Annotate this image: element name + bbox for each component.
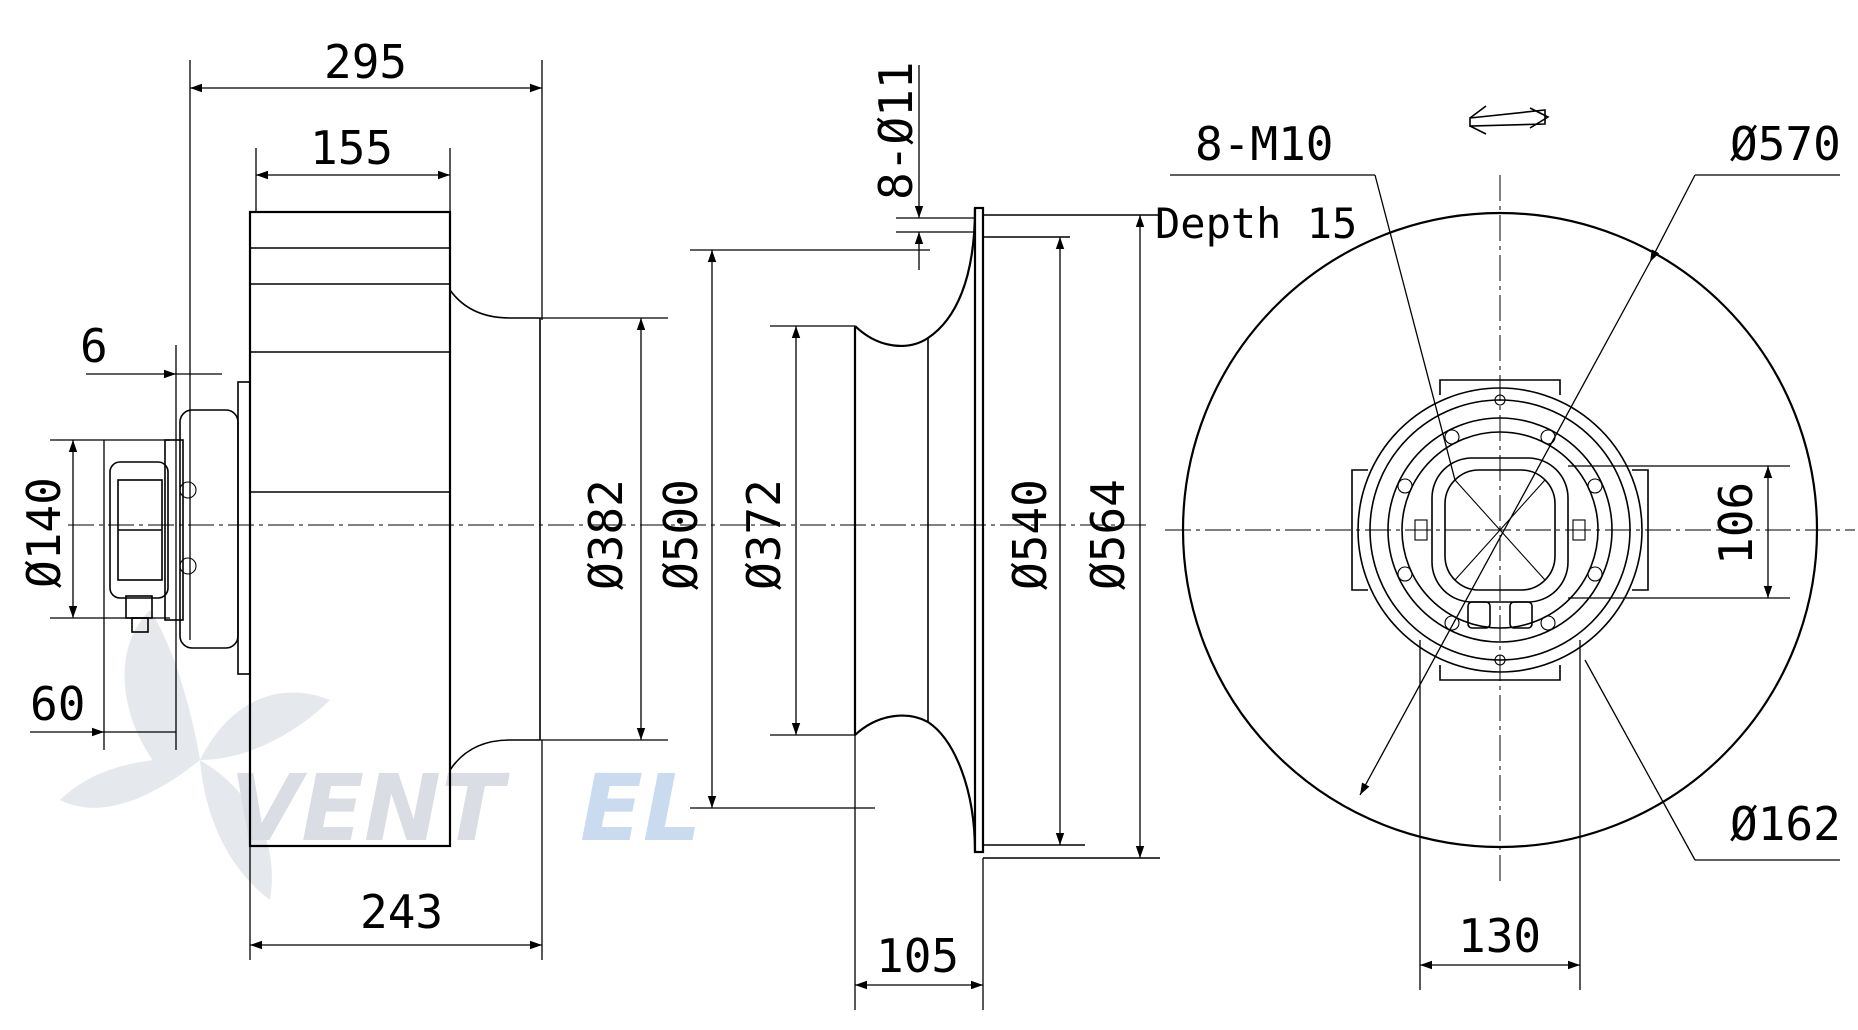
dim-impeller-width: 243: [360, 885, 443, 939]
watermark-text-b: EL: [580, 755, 701, 862]
dim-box-height: 106: [1709, 482, 1763, 565]
dim-flange-offset: 6: [80, 319, 108, 373]
side-view: 295 155 6 60 243 Ø140: [17, 35, 600, 960]
front-view: 8-M10 Depth 15 Ø570 Ø162 106 130: [1155, 105, 1855, 990]
watermark: VENT EL: [60, 610, 701, 900]
dim-width-rotor: 155: [310, 121, 393, 175]
fan-logo-icon: [60, 610, 330, 900]
rotation-direction-arrow-icon: [1469, 105, 1550, 135]
dim-ring-outer: Ø564: [1081, 479, 1135, 590]
watermark-text-a: VENT: [230, 755, 510, 862]
dim-nozzle-depth: 105: [876, 929, 959, 983]
dim-hub-circle: Ø162: [1730, 797, 1841, 851]
dim-thread-holes: 8-M10: [1195, 117, 1333, 171]
dim-thread-depth: Depth 15: [1155, 199, 1357, 248]
screw-holes: [1397, 394, 1603, 666]
dim-outer-circle: Ø570: [1730, 117, 1841, 171]
dim-impeller-outer: Ø500: [654, 479, 708, 590]
dim-motor-diameter: Ø140: [17, 477, 71, 588]
dim-outlet-diameter: Ø382: [579, 479, 633, 590]
dim-inlet-diameter: Ø372: [737, 479, 791, 590]
dim-motor-offset: 60: [30, 677, 85, 731]
middle-view: Ø382 Ø500 Ø372 Ø540 Ø564 8-Ø11: [540, 62, 1160, 1010]
dim-ring-inner: Ø540: [1003, 479, 1057, 590]
dim-mounting-holes: 8-Ø11: [869, 62, 923, 200]
dim-width-overall: 295: [324, 35, 407, 89]
dim-box-width: 130: [1458, 909, 1541, 963]
